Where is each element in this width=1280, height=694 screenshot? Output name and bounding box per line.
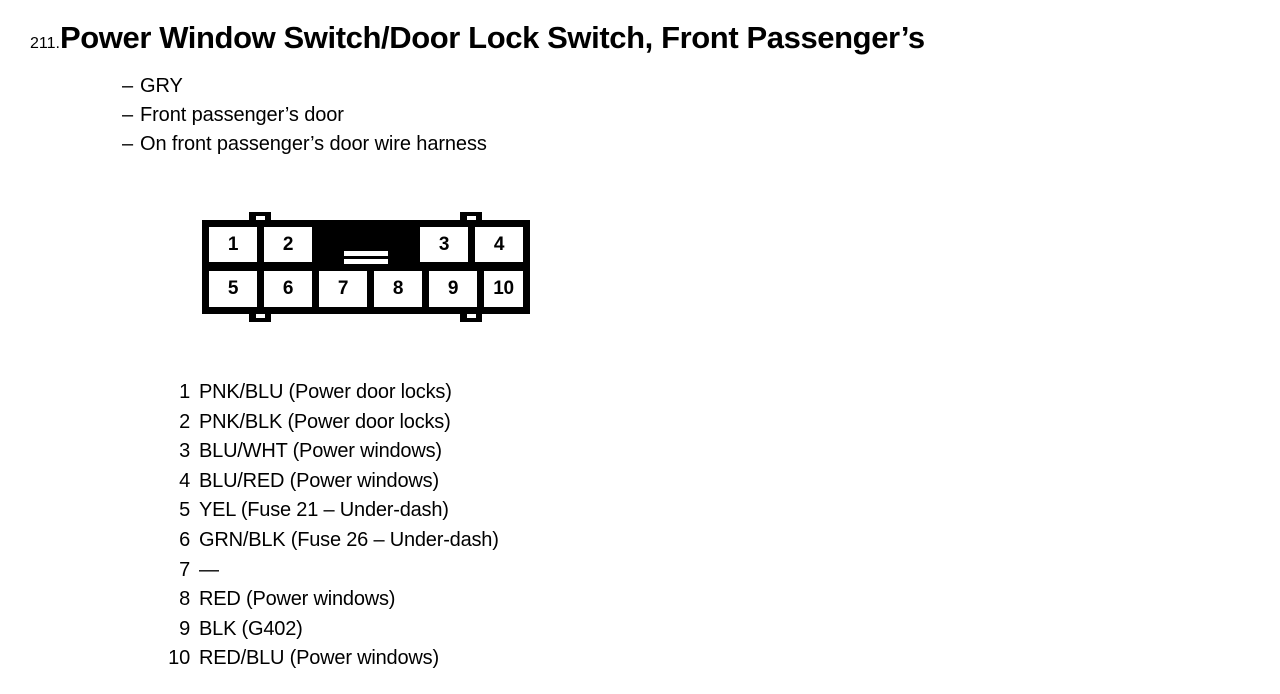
legend-pin-number: 1 (179, 381, 190, 403)
legend-row: 2 PNK/BLK (Power door locks) (160, 408, 499, 438)
legend-pin-label: RED/BLU (Power windows) (199, 647, 439, 670)
pin-cell-8: 8 (374, 271, 422, 307)
legend-row: 8 RED (Power windows) (160, 585, 499, 615)
key-stripe (344, 259, 388, 264)
page-title: 211. Power Window Switch/Door Lock Switc… (30, 20, 1270, 56)
legend-pin-number: 5 (179, 499, 190, 522)
dash-icon: – (122, 104, 134, 126)
legend-pin-label: PNK/BLK (Power door locks) (199, 410, 451, 433)
pin-cell-9: 9 (429, 271, 477, 307)
legend-pin-label: PNK/BLU (Power door locks) (199, 381, 452, 403)
connector-diagram: 1 2 3 4 5 6 7 8 9 10 (202, 212, 530, 322)
entry-number: 211. (30, 35, 60, 52)
note-item: – On front passenger’s door wire harness (122, 130, 822, 159)
keying-slot (338, 246, 394, 268)
dash-icon: – (122, 133, 134, 155)
legend-pin-number: 8 (179, 588, 190, 611)
legend-pin-number: 9 (179, 617, 190, 640)
legend-pin-label: BLK (G402) (199, 617, 303, 640)
key-stripe (344, 251, 388, 256)
entry-title: Power Window Switch/Door Lock Switch, Fr… (59, 20, 925, 55)
legend-row: 7 — (160, 556, 499, 586)
pin-cell-1: 1 (209, 227, 257, 262)
legend-pin-label: GRN/BLK (Fuse 26 – Under-dash) (199, 528, 499, 551)
pin-cell-5: 5 (209, 271, 257, 307)
legend-pin-number: 2 (179, 410, 190, 433)
note-text: GRY (140, 75, 183, 97)
connector-body: 1 2 3 4 5 6 7 8 9 10 (202, 220, 530, 314)
pin-cell-2: 2 (264, 227, 312, 262)
legend-pin-number: 6 (179, 528, 190, 551)
legend-row: 1 PNK/BLU (Power door locks) (160, 378, 499, 408)
pin-cell-4: 4 (475, 227, 523, 262)
tab-notch (467, 310, 476, 318)
legend-pin-number: 4 (179, 469, 190, 492)
legend-pin-label: BLU/RED (Power windows) (199, 469, 439, 492)
tab-notch (256, 310, 265, 318)
note-text: On front passenger’s door wire harness (140, 133, 487, 155)
pin-cell-7: 7 (319, 271, 367, 307)
legend-pin-label: — (199, 558, 219, 581)
pin-cell-3: 3 (420, 227, 468, 262)
legend-row: 9 BLK (G402) (160, 615, 499, 645)
legend-row: 4 BLU/RED (Power windows) (160, 467, 499, 497)
legend-pin-number: 3 (179, 440, 190, 463)
note-item: – Front passenger’s door (122, 101, 822, 130)
note-item: – GRY (122, 72, 822, 101)
legend-pin-label: RED (Power windows) (199, 588, 396, 611)
note-list: – GRY – Front passenger’s door – On fron… (122, 72, 822, 159)
legend-row: 6 GRN/BLK (Fuse 26 – Under-dash) (160, 526, 499, 556)
legend-row: 3 BLU/WHT (Power windows) (160, 437, 499, 467)
pin-legend: 1 PNK/BLU (Power door locks) 2 PNK/BLK (… (160, 378, 499, 674)
legend-pin-number: 10 (168, 647, 190, 670)
legend-pin-label: BLU/WHT (Power windows) (199, 440, 442, 463)
note-text: Front passenger’s door (140, 104, 344, 126)
legend-pin-label: YEL (Fuse 21 – Under-dash) (199, 499, 449, 522)
pin-cell-10: 10 (484, 271, 523, 307)
legend-row: 5 YEL (Fuse 21 – Under-dash) (160, 496, 499, 526)
legend-row: 10 RED/BLU (Power windows) (160, 644, 499, 674)
legend-pin-number: 7 (179, 558, 190, 581)
dash-icon: – (122, 75, 134, 97)
pin-cell-6: 6 (264, 271, 312, 307)
